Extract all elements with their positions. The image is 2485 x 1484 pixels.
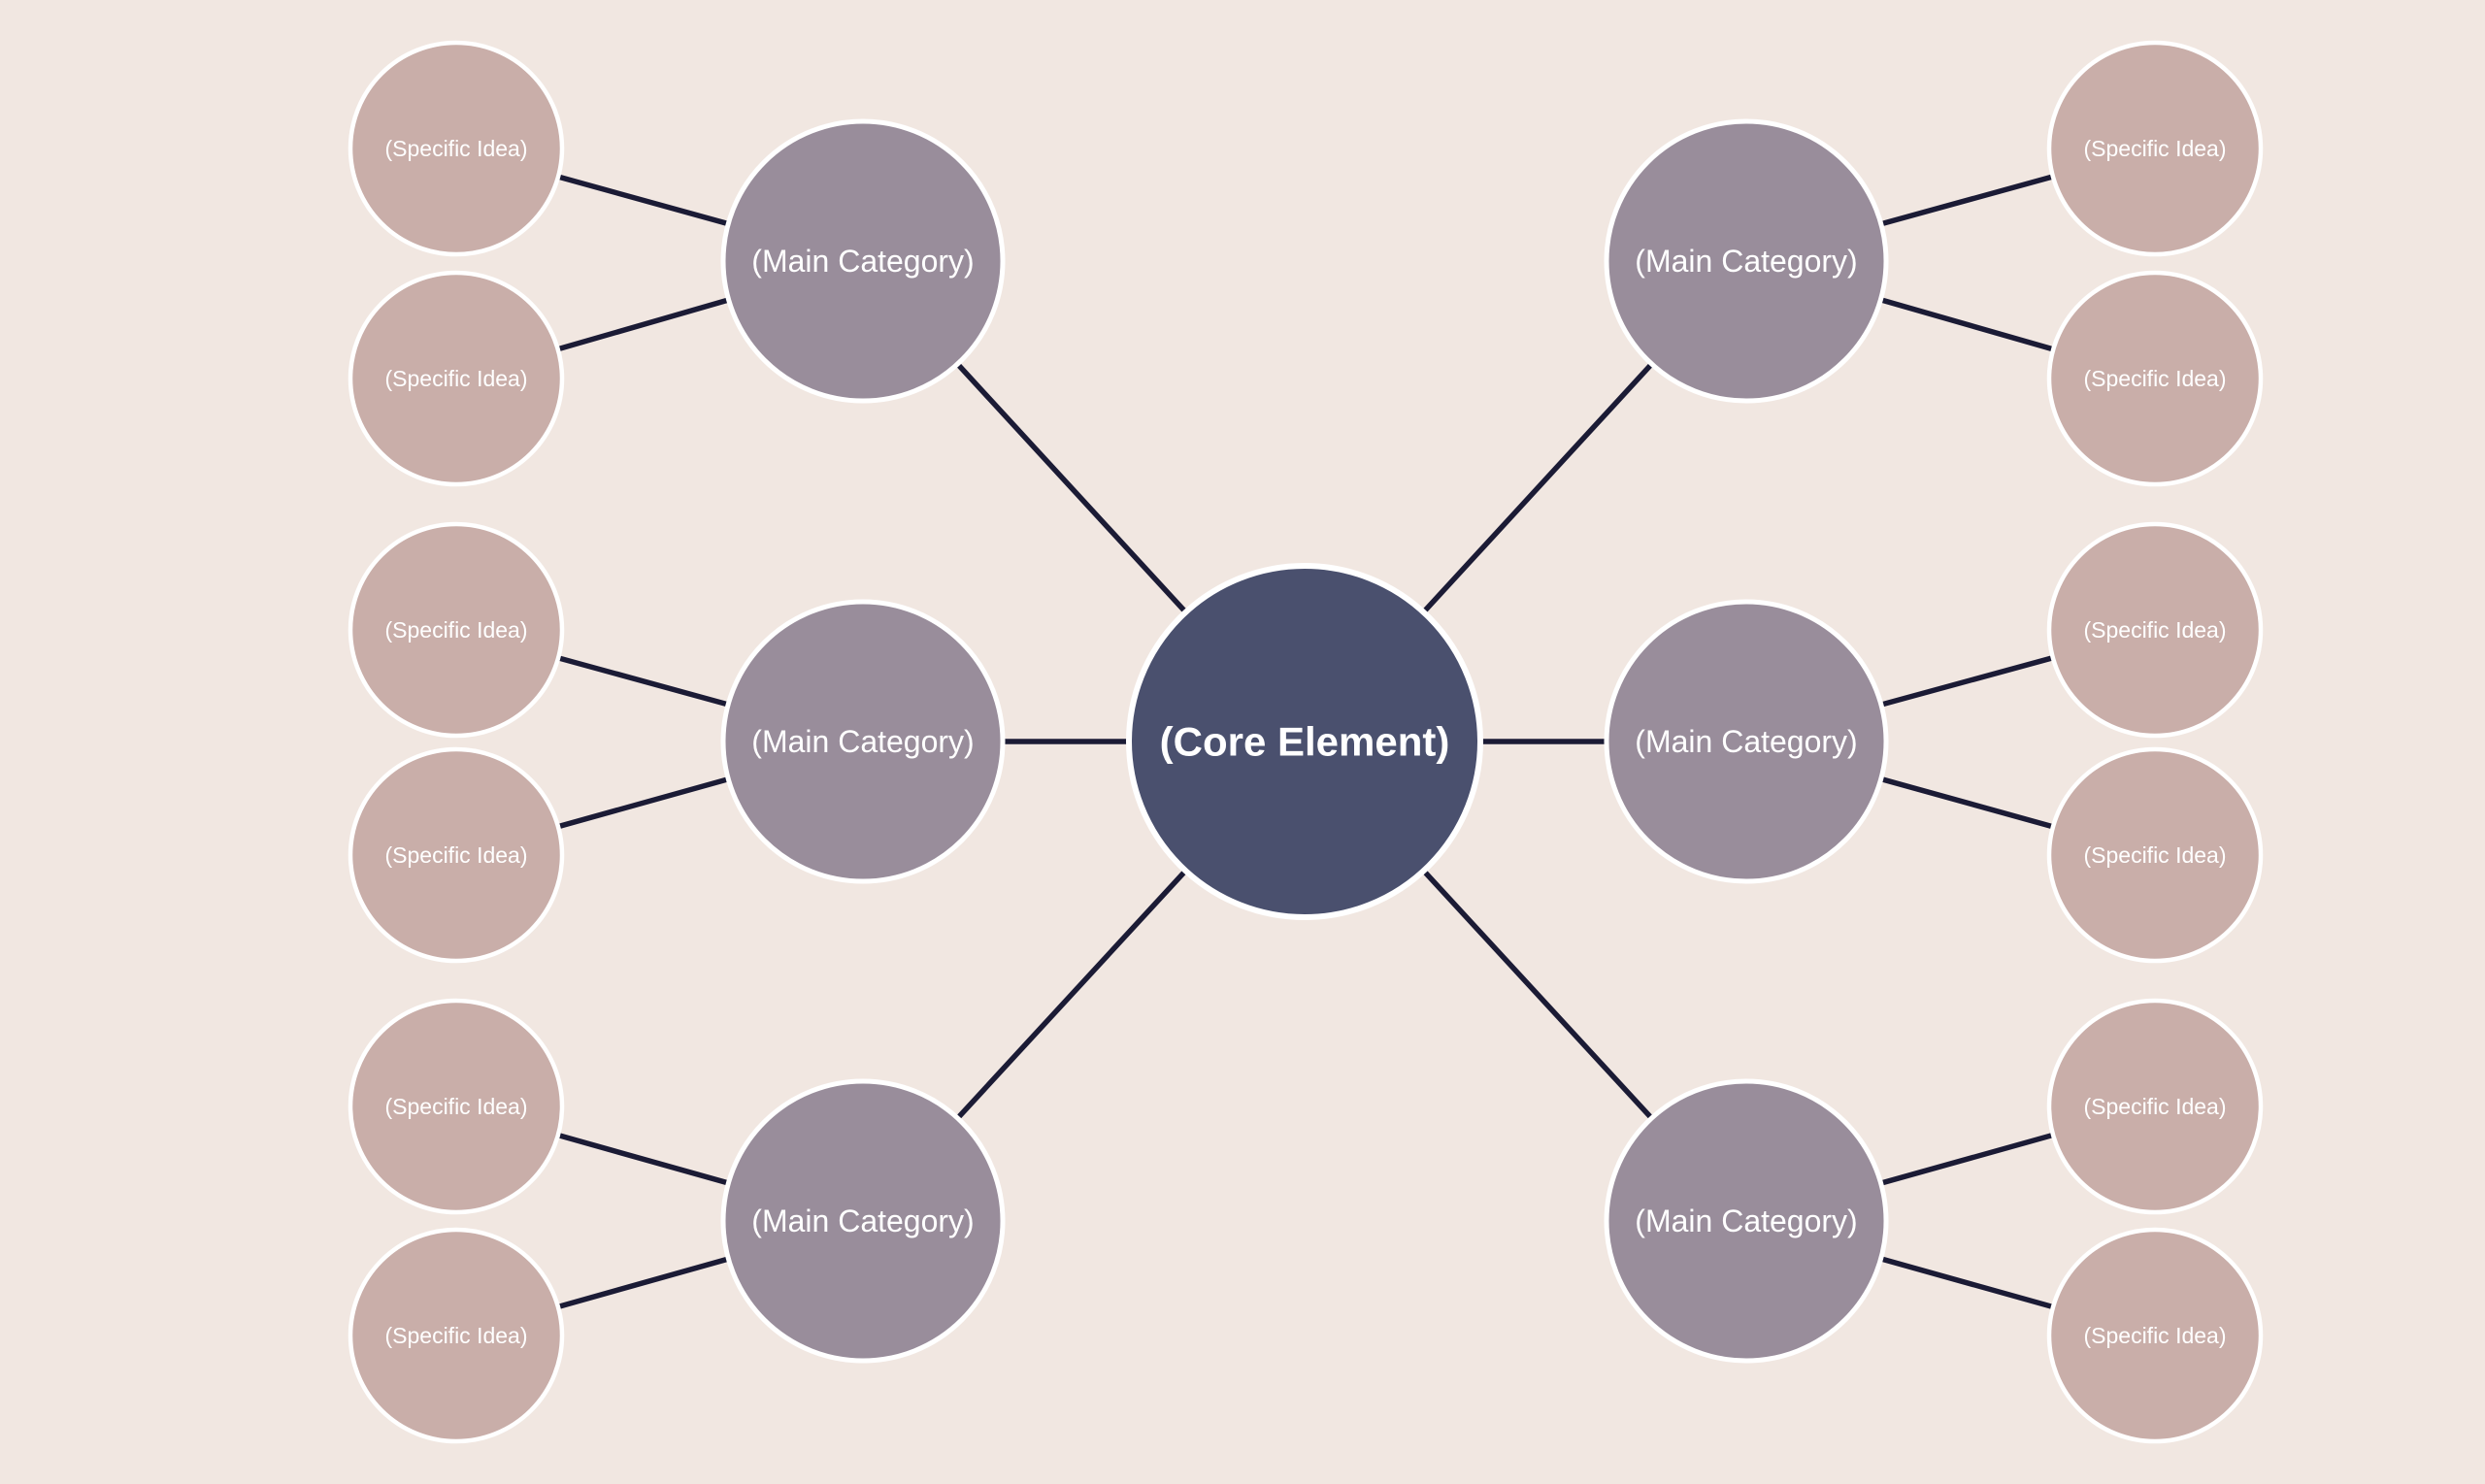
specific-idea-label-right-5: (Specific Idea) [2083, 1094, 2226, 1119]
main-category-node-middle-right [1604, 599, 1889, 884]
specific-idea-label-left-2: (Specific Idea) [384, 366, 527, 391]
core-element-label: (Core Element) [1160, 719, 1450, 765]
main-category-label-middle-right: (Main Category) [1635, 724, 1857, 759]
specific-idea-label-left-1: (Specific Idea) [384, 136, 527, 161]
core-element-node [1126, 563, 1483, 920]
specific-idea-node-left-4 [348, 746, 565, 964]
specific-idea-node-left-3 [348, 521, 565, 739]
main-category-label-middle-left: (Main Category) [751, 724, 974, 759]
specific-idea-node-left-1 [348, 40, 565, 257]
main-category-label-top-left: (Main Category) [751, 244, 974, 279]
specific-idea-label-left-4: (Specific Idea) [384, 842, 527, 868]
specific-idea-label-right-2: (Specific Idea) [2083, 366, 2226, 391]
specific-idea-label-left-6: (Specific Idea) [384, 1323, 527, 1348]
specific-idea-node-left-5 [348, 998, 565, 1215]
specific-idea-label-right-1: (Specific Idea) [2083, 136, 2226, 161]
specific-idea-node-right-6 [2046, 1227, 2264, 1444]
specific-idea-node-right-1 [2046, 40, 2264, 257]
specific-idea-label-left-5: (Specific Idea) [384, 1094, 527, 1119]
specific-idea-node-left-6 [348, 1227, 565, 1444]
specific-idea-node-right-4 [2046, 746, 2264, 964]
specific-idea-node-left-2 [348, 270, 565, 487]
main-category-node-bottom-right [1604, 1078, 1889, 1364]
specific-idea-label-right-6: (Specific Idea) [2083, 1323, 2226, 1348]
specific-idea-node-right-2 [2046, 270, 2264, 487]
main-category-node-bottom-left [720, 1078, 1006, 1364]
main-category-label-bottom-right: (Main Category) [1635, 1204, 1857, 1238]
specific-idea-label-left-3: (Specific Idea) [384, 617, 527, 643]
specific-idea-label-right-3: (Specific Idea) [2083, 617, 2226, 643]
main-category-label-top-right: (Main Category) [1635, 244, 1857, 279]
specific-idea-node-right-3 [2046, 521, 2264, 739]
main-category-node-middle-left [720, 599, 1006, 884]
specific-idea-label-right-4: (Specific Idea) [2083, 842, 2226, 868]
main-category-node-top-left [720, 118, 1006, 404]
main-category-label-bottom-left: (Main Category) [751, 1204, 974, 1238]
main-category-node-top-right [1604, 118, 1889, 404]
specific-idea-node-right-5 [2046, 998, 2264, 1215]
